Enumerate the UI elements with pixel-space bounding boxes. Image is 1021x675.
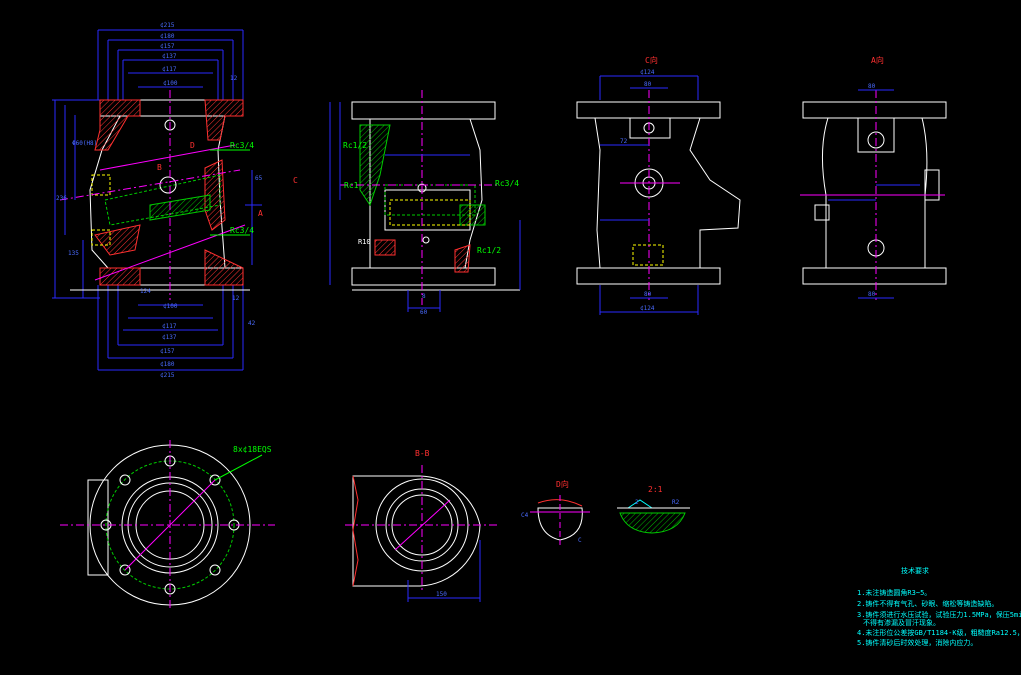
side-dims bbox=[329, 102, 521, 312]
callout-rc12-bot: Rc1/2 bbox=[477, 246, 501, 255]
main-centerlines bbox=[59, 90, 246, 300]
dim-d-outer-top: ¢215 bbox=[160, 22, 175, 29]
notes-heading: 技术要求 bbox=[901, 566, 929, 575]
view-c-hidden-port bbox=[632, 244, 664, 266]
svg-text:Φ60(H8): Φ60(H8) bbox=[72, 140, 97, 147]
svg-text:C4: C4 bbox=[521, 512, 529, 519]
flange-leader bbox=[214, 454, 263, 481]
callout-rc34-mid: Rc3/4 bbox=[495, 179, 519, 188]
detail-d-dims: C4 C bbox=[521, 512, 582, 544]
svg-text:42: 42 bbox=[248, 320, 256, 327]
dim-d117-top: ¢117 bbox=[162, 66, 177, 73]
notes-line-6: 5.铸件清砂后时效处理，消除内应力。 bbox=[857, 638, 977, 647]
callout-bolt-holes: 8x¢18EQS bbox=[233, 445, 272, 454]
svg-text:12: 12 bbox=[232, 295, 240, 302]
view-bb-dims bbox=[407, 540, 481, 602]
callout-rc34-b: Rc3/4 bbox=[230, 226, 254, 235]
dim-d137-bottom: ¢137 bbox=[162, 334, 177, 341]
section-label-b: B bbox=[157, 163, 162, 172]
flange-centerlines bbox=[60, 440, 275, 610]
dim-bb-150: 150 bbox=[436, 591, 447, 598]
dim-d180-bottom: ¢180 bbox=[160, 361, 175, 368]
notes-line-3: 3.铸件须进行水压试验，试验压力1.5MPa，保压5min， bbox=[857, 610, 1021, 619]
detail-scale-groove bbox=[627, 499, 653, 509]
callout-rc1: Rc1 bbox=[344, 181, 359, 190]
view-a-dims bbox=[828, 89, 920, 299]
svg-text:135: 135 bbox=[68, 250, 79, 257]
side-port-circle-2 bbox=[422, 236, 430, 244]
callout-rc12-top: Rc1/2 bbox=[343, 141, 367, 150]
main-section-view: ¢215 ¢180 ¢157 ¢137 ¢117 ¢100 ¢215 ¢180 … bbox=[52, 22, 263, 379]
view-a: A向 80 80 bbox=[800, 55, 947, 300]
view-c-title: C向 bbox=[645, 55, 658, 65]
dim-r10: R10 bbox=[358, 238, 371, 246]
detail-scale: 2:1 2 R2 bbox=[617, 485, 690, 534]
dim-view-c-72: 72 bbox=[620, 138, 628, 145]
view-c: C向 ¢124 80 ¢1 bbox=[576, 55, 741, 315]
technical-notes: 技术要求 1.未注铸造圆角R3~5。 2.铸件不得有气孔、砂眼、缩松等铸造缺陷。… bbox=[857, 566, 1021, 647]
dim-d117-bottom: ¢117 bbox=[162, 323, 177, 330]
main-small-dims: Φ60(H8) 236 135 12 12 42 124 65 bbox=[56, 75, 263, 327]
dim-d157-bottom: ¢157 bbox=[160, 348, 175, 355]
dim-d157-top: ¢157 bbox=[160, 43, 175, 50]
view-c-outline bbox=[576, 101, 741, 285]
dim-d100-top: ¢100 bbox=[163, 80, 178, 87]
section-label-d: D bbox=[190, 141, 195, 150]
dim-d180-top: ¢180 bbox=[160, 33, 175, 40]
view-a-outline bbox=[802, 101, 947, 285]
svg-text:R2: R2 bbox=[672, 499, 680, 506]
view-bb-centerlines bbox=[345, 465, 500, 590]
dim-view-c-80-bot: 80 bbox=[644, 291, 652, 298]
svg-text:236: 236 bbox=[56, 195, 67, 202]
view-c-centerlines bbox=[620, 90, 680, 300]
callout-rc34-a: Rc3/4 bbox=[230, 141, 254, 150]
svg-text:124: 124 bbox=[140, 288, 151, 295]
detail-scale-section bbox=[619, 512, 686, 534]
dim-d100-bottom: ¢100 bbox=[163, 303, 178, 310]
dim-d-outer-bottom: ¢215 bbox=[160, 372, 175, 379]
notes-line-1: 1.未注铸造圆角R3~5。 bbox=[857, 588, 931, 597]
svg-text:C: C bbox=[578, 537, 582, 544]
dim-view-c-80-top: 80 bbox=[644, 81, 652, 88]
dim-view-c-d124-bot: ¢124 bbox=[640, 305, 655, 312]
view-a-title: A向 bbox=[871, 55, 884, 65]
view-bb-title: B-B bbox=[415, 449, 430, 458]
svg-text:12: 12 bbox=[230, 75, 238, 82]
dim-side-60: 60 bbox=[420, 309, 428, 316]
side-section-view: Rc1/2 Rc1 Rc3/4 Rc1/2 R10 C 60 8 bbox=[293, 90, 521, 316]
detail-scale-title: 2:1 bbox=[648, 485, 663, 494]
svg-text:65: 65 bbox=[255, 175, 263, 182]
view-a-centerlines bbox=[800, 90, 945, 300]
view-c-dims bbox=[599, 75, 699, 315]
notes-line-4: 不得有渗漏及冒汗现象。 bbox=[863, 618, 940, 627]
detail-d-title: D向 bbox=[556, 479, 569, 489]
dim-view-c-d124-top: ¢124 bbox=[640, 69, 655, 76]
section-label-a: A bbox=[258, 209, 263, 218]
dim-d137-top: ¢137 bbox=[162, 53, 177, 60]
dim-view-a-top: 80 bbox=[868, 83, 876, 90]
top-diameter-dimensions bbox=[52, 29, 262, 371]
svg-text:2: 2 bbox=[635, 499, 639, 506]
main-leaders bbox=[210, 149, 250, 236]
side-centerlines bbox=[340, 90, 500, 305]
dim-view-a-bot: 80 bbox=[868, 291, 876, 298]
view-bb: B-B 150 bbox=[345, 449, 500, 602]
section-label-c: C bbox=[293, 176, 298, 185]
detail-d: D向 C4 C bbox=[521, 479, 590, 545]
dim-side-8: 8 bbox=[422, 293, 426, 300]
notes-line-5: 4.未注形位公差按GB/T1184-K级，粗糙度Ra12.5，见图 [A] bbox=[857, 628, 1021, 637]
notes-line-2: 2.铸件不得有气孔、砂眼、缩松等铸造缺陷。 bbox=[857, 599, 998, 608]
view-bb-break-line bbox=[352, 475, 359, 587]
detail-d-outline bbox=[537, 507, 583, 541]
flange-view: 8x¢18EQS bbox=[60, 440, 275, 610]
detail-scale-dims: 2 R2 bbox=[635, 499, 680, 506]
